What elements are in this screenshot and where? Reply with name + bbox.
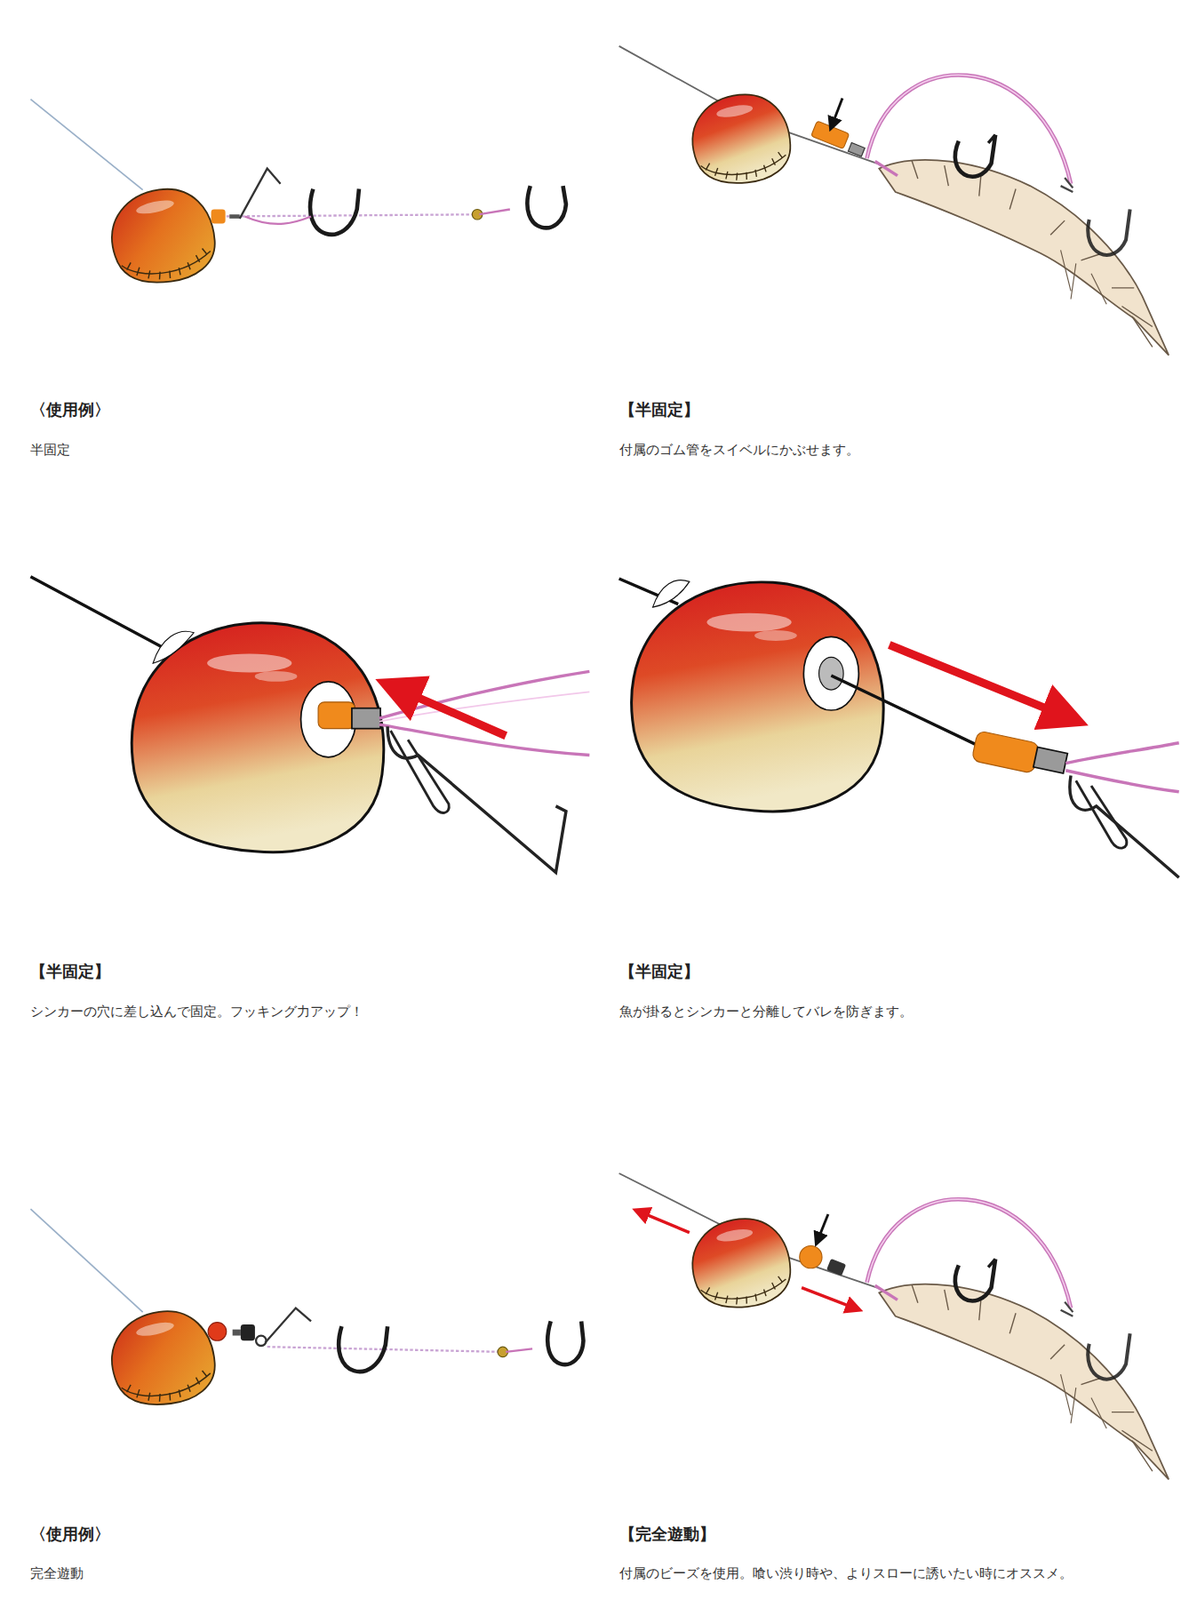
section-heading: 〈使用例〉 xyxy=(30,398,111,421)
bead-illustration xyxy=(619,1173,1170,1479)
caption-text: シンカーの穴に差し込んで固定。フッキング力アップ！ xyxy=(30,1002,364,1021)
section-heading: 〈使用例〉 xyxy=(30,1523,111,1545)
insert-into-sinker-illustration xyxy=(30,576,590,873)
rig-free-sliding-example xyxy=(30,1208,583,1414)
caption-text: 半固定 xyxy=(30,440,71,459)
separation-illustration xyxy=(619,578,1180,878)
section-heading: 【半固定】 xyxy=(619,398,700,421)
caption-text: 魚が掛るとシンカーと分離してバレを防ぎます。 xyxy=(619,1002,913,1021)
section-heading: 【半固定】 xyxy=(30,960,111,982)
caption-text: 付属のビーズを使用。喰い渋り時や、よりスローに誘いたい時にオススメ。 xyxy=(619,1564,1073,1582)
tube-on-swivel-illustration xyxy=(619,46,1170,356)
section-heading: 【完全遊動】 xyxy=(619,1523,716,1545)
caption-text: 付属のゴム管をスイベルにかぶせます。 xyxy=(619,440,860,459)
caption-text: 完全遊動 xyxy=(30,1564,84,1582)
section-heading: 【半固定】 xyxy=(619,960,700,982)
rig-semi-fixed-example xyxy=(30,99,567,293)
